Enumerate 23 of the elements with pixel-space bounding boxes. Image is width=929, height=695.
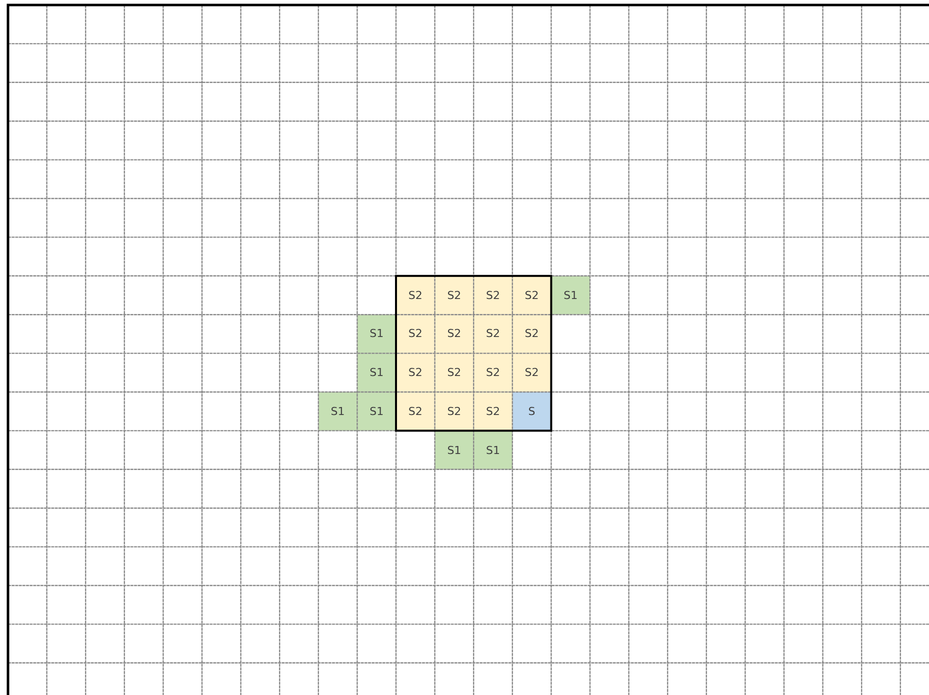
cell-text: S2: [408, 327, 422, 340]
cell-text: S2: [408, 288, 422, 302]
cell-text: S2: [524, 327, 539, 340]
cell-text: S2: [486, 327, 500, 340]
cell-text: S1: [370, 366, 384, 380]
cell-text: S: [528, 404, 536, 418]
cell-text: S2: [486, 404, 500, 418]
cell-text: S1: [564, 288, 578, 302]
cell-text: S2: [408, 366, 422, 380]
cell-text: S2: [486, 366, 500, 380]
cell-text: S2: [524, 366, 539, 380]
cell-text: S1: [330, 404, 345, 418]
cell-text: S2: [447, 366, 462, 380]
cell-text: S1: [447, 444, 462, 457]
cell-text: S1: [486, 444, 500, 457]
cell-text: S2: [486, 288, 500, 302]
cell-text: S1: [370, 327, 384, 340]
cell-text: S2: [408, 404, 422, 418]
cell-text: S2: [447, 288, 462, 302]
cell-text: S1: [370, 404, 384, 418]
cell-text: S2: [447, 327, 462, 340]
cell-text: S2: [524, 288, 539, 302]
cell-text: S2: [447, 404, 462, 418]
